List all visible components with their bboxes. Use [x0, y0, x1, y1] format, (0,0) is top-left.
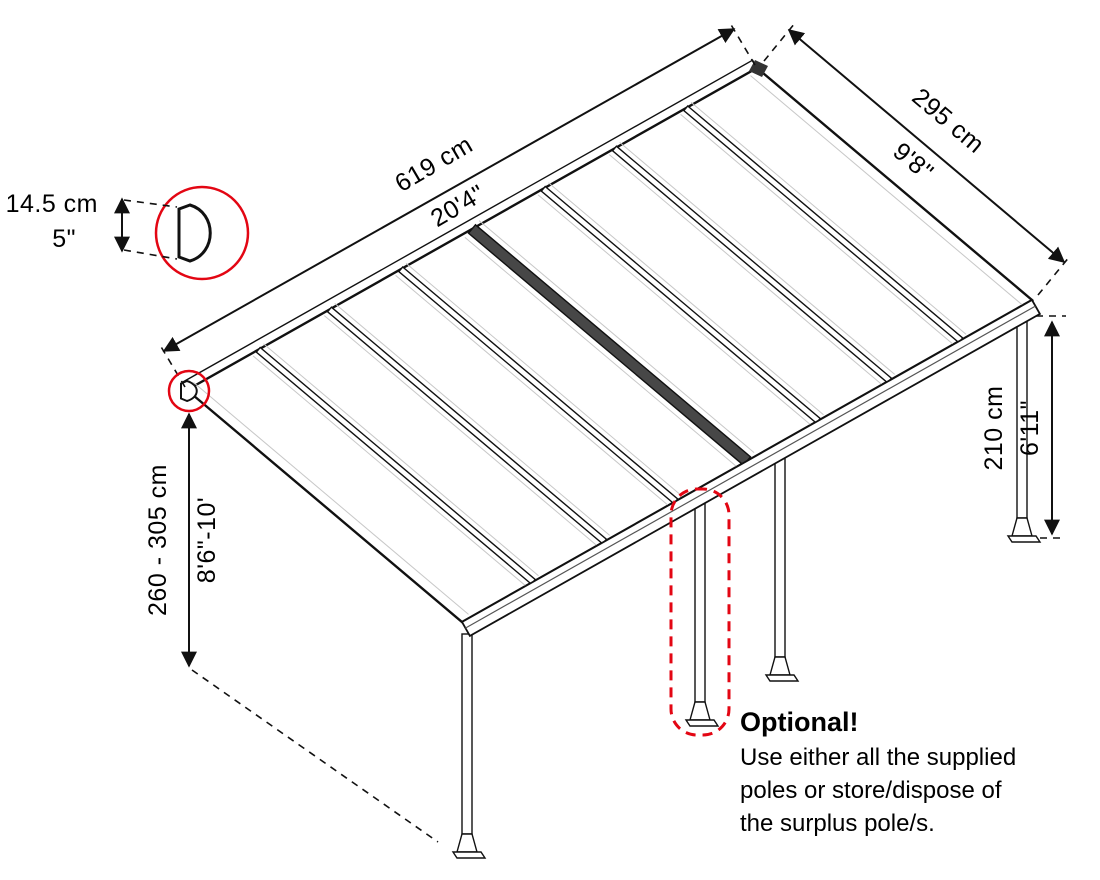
- dim-clearance-imperial-label: 6'11": [1016, 400, 1044, 456]
- extension-line: [763, 22, 796, 62]
- optional-note-title: Optional!: [740, 707, 858, 737]
- optional-note-line: poles or store/dispose of: [740, 777, 1002, 804]
- optional-pole-annotation: Optional! Use either all the supplied po…: [669, 487, 1016, 837]
- post-foot: [769, 656, 791, 676]
- post-optional: [684, 501, 720, 727]
- post-column: [694, 501, 706, 703]
- profile-detail-callout: 14.5 cm 5": [6, 185, 250, 413]
- optional-pole-highlight: [669, 487, 731, 737]
- dim-depth-arrow: [787, 28, 1066, 264]
- dim-profile-imperial-label: 5": [52, 225, 76, 253]
- dim-clearance-metric-label: 210 cm: [980, 386, 1008, 471]
- front-gutter: [460, 298, 1042, 638]
- optional-note-line: Use either all the supplied: [740, 744, 1016, 771]
- extension-line: [1037, 255, 1071, 296]
- post-column: [774, 456, 786, 658]
- gutter-profile: [460, 298, 1042, 638]
- ground-line: [191, 669, 439, 843]
- dim-profile-metric-label: 14.5 cm: [6, 190, 98, 218]
- detail-leader-line: [123, 249, 178, 260]
- detail-leader-line: [123, 199, 178, 208]
- detail-magnifier-circle: [154, 185, 250, 281]
- post-base-plate: [1006, 535, 1042, 543]
- bar-profile-detail: [177, 203, 212, 263]
- gutter-profile-line: [465, 305, 1036, 629]
- post-foot: [456, 833, 478, 853]
- post-column: [461, 633, 473, 835]
- extension-line: [159, 344, 186, 388]
- post-base-plate: [764, 674, 800, 682]
- dim-mount-height-metric-label: 260 - 305 cm: [144, 464, 172, 616]
- post-base-plate: [684, 719, 720, 727]
- post-front-left: [451, 633, 487, 859]
- post-foot: [1011, 517, 1033, 537]
- detail-source-circle: [167, 369, 211, 413]
- post-base-plate: [451, 851, 487, 859]
- post-foot: [689, 701, 711, 721]
- dim-length-arrow: [162, 28, 736, 352]
- dim-mount-height-imperial-label: 8'6"-10': [193, 497, 221, 583]
- post-middle: [764, 456, 800, 682]
- optional-note-line: the surplus pole/s.: [740, 810, 935, 837]
- dim-depth-imperial-label: 9'8": [888, 137, 939, 186]
